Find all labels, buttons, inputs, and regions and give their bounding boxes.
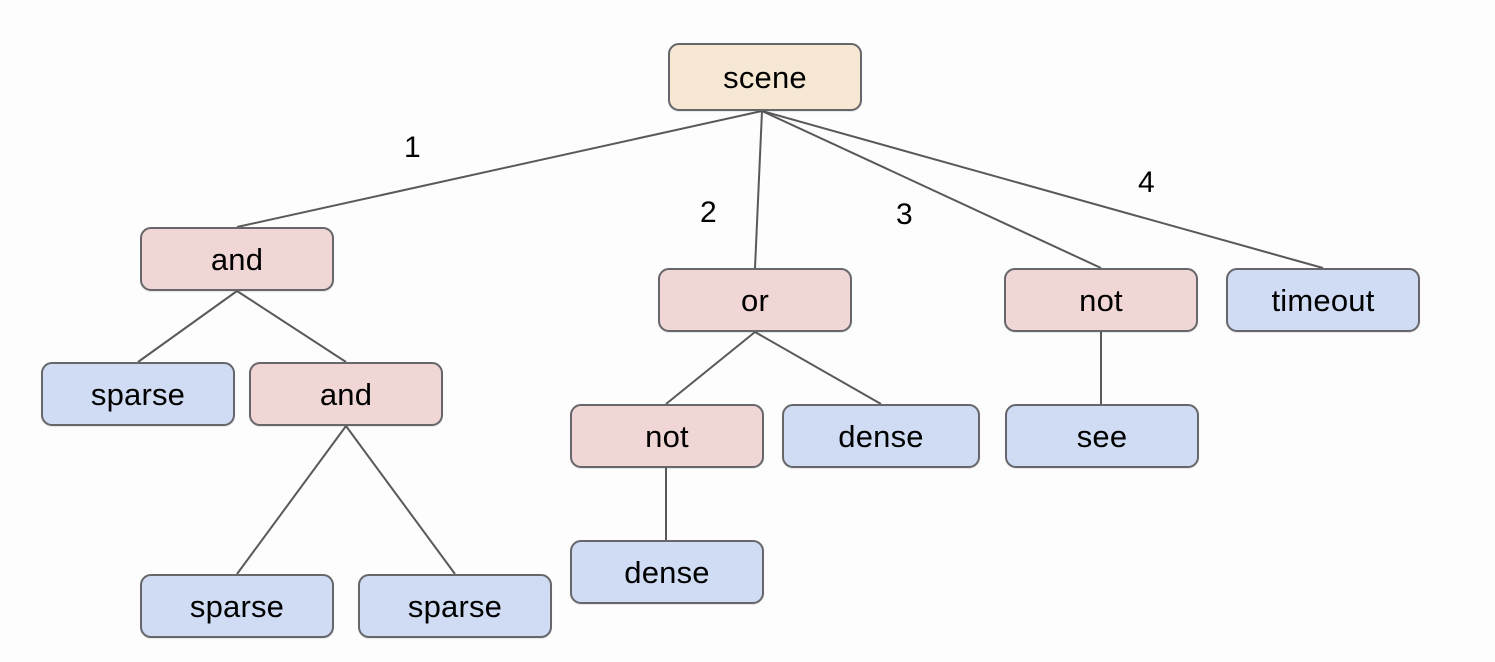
tree-node-sparse3[interactable]: sparse <box>358 574 552 638</box>
tree-edge <box>236 110 763 228</box>
tree-edge <box>754 110 763 269</box>
tree-node-not1[interactable]: not <box>570 404 764 468</box>
tree-node-scene[interactable]: scene <box>668 43 862 111</box>
tree-node-or1[interactable]: or <box>658 268 852 332</box>
tree-edge <box>236 290 347 363</box>
tree-node-sparse1[interactable]: sparse <box>41 362 235 426</box>
edge-label-2: 2 <box>700 196 717 229</box>
tree-node-see1[interactable]: see <box>1005 404 1199 468</box>
tree-node-sparse2[interactable]: sparse <box>140 574 334 638</box>
tree-node-and1[interactable]: and <box>140 227 334 291</box>
edge-label-4: 4 <box>1138 166 1155 199</box>
tree-edge <box>137 290 238 363</box>
tree-edge <box>665 331 756 405</box>
tree-node-and2[interactable]: and <box>249 362 443 426</box>
tree-node-not2[interactable]: not <box>1004 268 1198 332</box>
tree-edge <box>754 331 882 405</box>
tree-node-dense1[interactable]: dense <box>782 404 980 468</box>
tree-edge <box>761 110 1324 269</box>
tree-node-timeout1[interactable]: timeout <box>1226 268 1420 332</box>
tree-node-dense2[interactable]: dense <box>570 540 764 604</box>
edge-label-1: 1 <box>404 131 421 164</box>
tree-edge <box>761 110 1102 269</box>
tree-edge <box>236 425 347 575</box>
edge-label-3: 3 <box>896 198 913 231</box>
tree-edge <box>345 425 456 575</box>
